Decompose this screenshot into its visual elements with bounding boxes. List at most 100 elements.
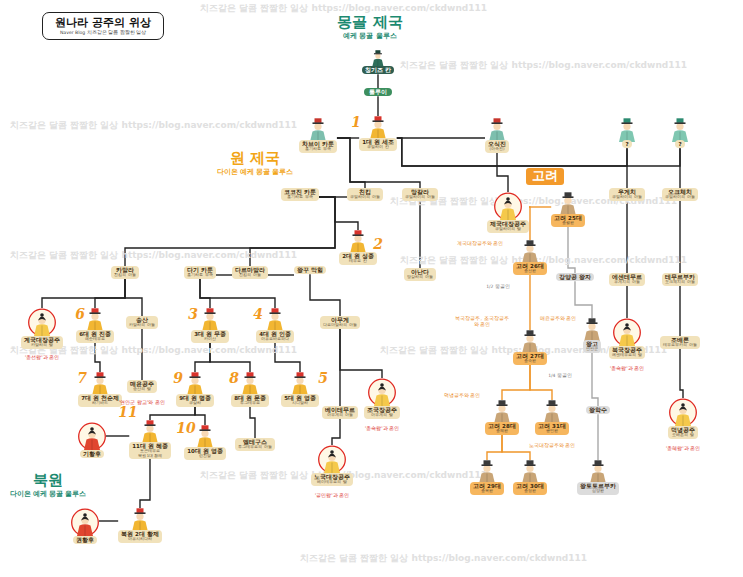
family-line [310, 274, 340, 318]
family-line [679, 286, 680, 338]
person-note: 아무게의 딸 [371, 413, 392, 417]
person-note: 쿠빌라이의 아들 [350, 195, 379, 199]
person-note: 연안군 [586, 347, 598, 351]
person-name: 고려 [532, 169, 558, 184]
family-line [575, 281, 592, 318]
person-note: 카말라의 아들 [129, 323, 154, 327]
person-name: ? [678, 141, 681, 147]
person-node: 기황후 [78, 422, 106, 458]
marriage-note: '충숙왕'과 혼인 [365, 426, 399, 432]
region-subheading: 다이온 예케 몽골 울루스 [217, 169, 294, 176]
person-note: 심양왕 [592, 489, 604, 493]
name-plate: 칭기즈 칸 [362, 66, 394, 74]
person-note: 송산의 딸 [133, 387, 150, 391]
family-line [106, 435, 129, 436]
person-node: 에센테무르우게치의 아들 [609, 275, 645, 286]
name-plate: 고려 [526, 168, 564, 185]
name-plate: ? [675, 140, 684, 148]
name-plate: 복국장공주에센테무르의 딸 [609, 346, 645, 359]
person-figure [519, 460, 541, 484]
family-line [529, 275, 530, 330]
person-figure [78, 422, 106, 452]
person-name: 왕학수 [589, 407, 607, 413]
person-node: 제국대장공주쿠빌라이의 딸 [487, 192, 529, 233]
family-line [99, 520, 118, 521]
person-node: ? [616, 118, 638, 148]
person-note: 투그테무르 [240, 401, 260, 405]
person-node: 북원 2대 황제아유시리다라 [118, 508, 162, 543]
person-node: 고려 27대충숙왕 [513, 330, 547, 365]
family-line [332, 419, 340, 445]
person-node: 5대 원 영종시디발라 [281, 372, 319, 407]
ancestry-note: 1/4 몽골인 [548, 373, 572, 378]
person-figure [71, 508, 99, 538]
name-plate: 베이테무르아무게의 아들 [322, 406, 358, 419]
person-note: 홍기라트 부족 [287, 195, 312, 199]
name-plate: 9대 원 명종쿠살라 [176, 394, 214, 407]
name-plate: 고려 26대충선왕 [513, 262, 547, 275]
person-name: 강양공 왕자 [559, 274, 591, 280]
person-node: 망갈라쿠빌라이의 아들 [402, 190, 437, 201]
person-node: 고려 25대충렬왕 [551, 192, 585, 227]
family-line [529, 207, 530, 240]
person-node: 1대 원 세조쿠빌라이 칸 [359, 116, 397, 151]
name-plate: 고려 25대충렬왕 [551, 214, 585, 227]
callout-number: 1 [351, 114, 361, 130]
family-line [397, 137, 485, 138]
family-line [597, 414, 598, 460]
person-note: 충정왕 [524, 489, 536, 493]
name-plate: 매윤공주송산의 딸 [127, 380, 157, 393]
family-line [529, 206, 551, 207]
watermark: 치즈같은 달콤 짭짤한 일상 https://blog.naver.com/ck… [400, 60, 687, 70]
name-plate: 북원 2대 황제아유시리다라 [118, 530, 162, 543]
family-line [568, 227, 575, 275]
person-node: 차브이 카툰홍기라트 부족 [299, 118, 337, 153]
person-note: 투그테무르의 아들 [238, 445, 271, 449]
family-line [397, 138, 627, 166]
name-plate: 8대 원 문종투그테무르 [231, 394, 269, 407]
person-figure [239, 372, 261, 396]
name-plate: 조국장공주아무게의 딸 [364, 406, 400, 419]
person-note: 망갈라의 아들 [407, 275, 432, 279]
name-plate: 다르마발라친킴의 아들 [232, 266, 268, 279]
family-line [216, 274, 232, 275]
person-note: 공민왕 [546, 429, 558, 433]
person-figure [486, 118, 508, 142]
marriage-note: '공민왕'과 혼인 [315, 493, 349, 499]
person-name: 칭기즈 칸 [365, 67, 391, 73]
family-line [592, 353, 598, 408]
name-plate: 고려 28대충혜왕 [485, 422, 519, 435]
watermark: 치즈같은 달콤 짭짤한 일상 https://blog.naver.com/ck… [300, 553, 587, 563]
person-note: 카말라의 딸 [31, 343, 52, 347]
person-name: 왕꾸 막힐 [297, 267, 323, 273]
name-plate: 6대 원 진종예순테무르 [76, 330, 114, 343]
family-line [200, 279, 275, 308]
person-note: 충숙왕 [524, 359, 536, 363]
name-plate: 덕녕공주조배론의 딸 [668, 426, 698, 439]
name-plate: 11대 원 혜종토곤테무르북원 1대 황제 [129, 442, 170, 459]
person-node: 우게치쿠빌라이의 아들 [609, 190, 644, 201]
person-node: 복국장공주에센테무르의 딸 [609, 318, 645, 359]
person-node: 오크체치쿠빌라이의 아들 [662, 190, 697, 201]
name-plate: 4대 원 인종아유르바르와다 [256, 330, 294, 343]
name-plate: 제국대장공주쿠빌라이의 딸 [487, 220, 529, 233]
person-figure [84, 308, 106, 332]
family-line [626, 148, 627, 190]
person-note: 예순테무르 [85, 337, 105, 341]
person-node: 코코진 카툰홍기라트 부족 [281, 190, 319, 201]
family-line [250, 407, 255, 440]
marriage-note: '연안군 왕고'와 혼인 [119, 400, 165, 406]
person-node: 노국대장공주베이테무르의 딸 [311, 445, 353, 486]
person-node: 매윤공주송산의 딸 [127, 382, 157, 393]
person-figure [581, 318, 603, 342]
person-note: 홍기라트 부족 [305, 147, 330, 151]
name-plate: 다기 카툰홍기라트 부족 [184, 266, 216, 279]
person-note: 충렬왕 [562, 221, 574, 225]
person-node: 강양공 왕자 [556, 275, 594, 281]
person-figure [318, 445, 346, 475]
person-node: 조국장공주아무게의 딸 [364, 378, 400, 419]
person-node: 송산카말라의 아들 [126, 318, 157, 329]
name-plate: 망갈라쿠빌라이의 아들 [402, 188, 437, 201]
person-node: ? [669, 118, 691, 148]
